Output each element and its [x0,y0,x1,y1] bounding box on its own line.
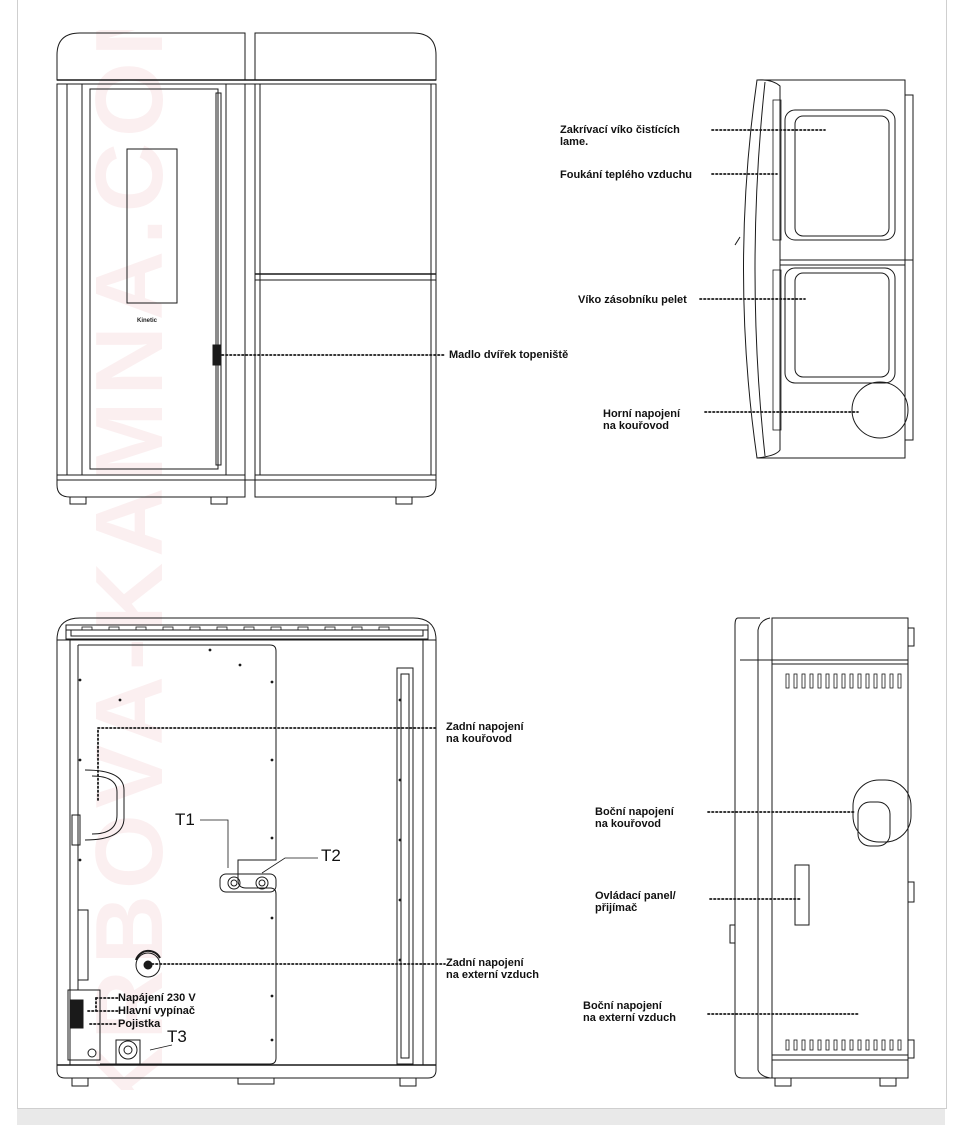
screw-dot [398,778,402,782]
screw-dot [270,916,274,920]
label-control-panel: Ovládací panel/ přijímač [595,890,676,914]
drawing-frame [17,0,947,1109]
marker-t1: T1 [175,810,195,829]
rear-top-slot [270,626,282,631]
screw-dot [398,958,402,962]
screw-dot [78,758,82,762]
screw-dot [270,758,274,762]
marker-t2: T2 [321,846,341,865]
side-view-bottom [729,617,915,1087]
rear-top-slot [81,626,93,631]
screw-dot [270,836,274,840]
side-vent-slot [849,673,854,689]
side-vent-slot-bottom [793,1039,798,1051]
rear-top-slot [378,626,390,631]
label-pellet-lid: Víko zásobníku pelet [578,294,687,306]
rear-top-slot [243,626,255,631]
label-side-flue: Boční napojení na kouřovod [595,806,674,830]
rear-top-slot [324,626,336,631]
label-fuse: Pojistka [118,1018,161,1030]
rear-view [56,617,437,1087]
side-vent-slot-bottom [881,1039,886,1051]
label-cleaning-cover: Zakrívací víko čistících lame. [560,124,680,148]
rear-top-slot [162,626,174,631]
screw-dot [78,678,82,682]
side-vent-slot-bottom [841,1039,846,1051]
screw-dot [270,1038,274,1042]
side-vent-slot [857,673,862,689]
label-door-handle: Madlo dvířek topeniště [449,349,569,361]
side-vent-slot [825,673,830,689]
side-view-top [734,79,914,459]
side-vent-slot-bottom [857,1039,862,1051]
callout-leaders [87,129,861,1025]
label-rear-air: Zadní napojení na externí vzduch [446,957,539,981]
side-vent-slot [833,673,838,689]
rear-top-slot [108,626,120,631]
side-vent-slot-bottom [865,1039,870,1051]
rear-top-slot [135,626,147,631]
side-vent-slot [873,673,878,689]
vent-slot-column [772,269,782,431]
vent-slot-column [772,99,782,241]
side-vent-slot [817,673,822,689]
label-main-switch: Hlavní vypínač [118,1005,196,1017]
screw-dot [398,698,402,702]
screw-dot [398,898,402,902]
bottom-strip [17,1109,945,1125]
label-side-air: Boční napojení na externí vzduch [583,1000,676,1024]
screw-dot [208,648,212,652]
side-vent-slot-bottom [873,1039,878,1051]
label-top-flue: Horní napojení na kouřovod [603,408,680,432]
side-vent-slot-bottom [825,1039,830,1051]
screw-dot [78,858,82,862]
side-vent-slot [897,673,902,689]
brand-mark: Kinetic [137,318,158,324]
side-vent-slot-bottom [897,1039,902,1051]
side-vent-slot [889,673,894,689]
screw-dot [270,680,274,684]
side-vent-slot [809,673,814,689]
side-vent-slot-bottom [801,1039,806,1051]
label-warm-air: Foukání teplého vzduchu [560,169,693,181]
side-vent-slot [793,673,798,689]
rear-top-slot [216,626,228,631]
side-vent-slot [801,673,806,689]
label-power: Napájení 230 V [118,992,196,1004]
side-vent-slot [881,673,886,689]
rear-top-slot [189,626,201,631]
side-vent-slot [865,673,870,689]
screw-dot [398,838,402,842]
label-rear-flue: Zadní napojení na kouřovod [446,721,524,745]
side-vent-slot [785,673,790,689]
side-vent-slot-bottom [889,1039,894,1051]
screw-dot [238,663,242,667]
side-vent-slot [841,673,846,689]
rear-top-slot [297,626,309,631]
side-vent-slot-bottom [833,1039,838,1051]
side-vent-slot-bottom [849,1039,854,1051]
side-vent-slot-bottom [817,1039,822,1051]
screw-dot [118,698,122,702]
side-vent-slot-bottom [809,1039,814,1051]
rear-top-slot [351,626,363,631]
side-vent-slot-bottom [785,1039,790,1051]
screw-dot [270,994,274,998]
marker-t3: T3 [167,1027,187,1046]
front-view [56,32,437,505]
